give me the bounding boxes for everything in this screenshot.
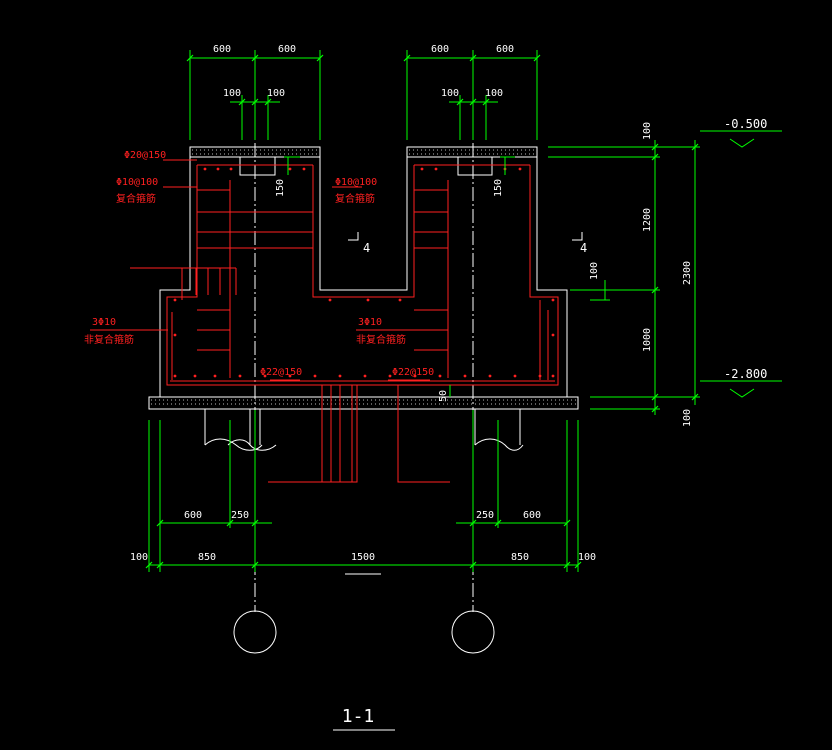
rebar-leaders — [90, 159, 430, 381]
dim-bottom-left-100: 100 — [130, 552, 148, 563]
dimension-ticks — [145, 54, 699, 569]
rebar — [90, 159, 559, 483]
dim-bottom-right-850: 850 — [511, 552, 529, 563]
dim-bottom-right-600: 600 — [523, 510, 541, 521]
label-top-bar: Φ20@150 — [124, 150, 166, 161]
elevation-bottom: -2.800 — [724, 367, 767, 381]
pile-plan-right — [451, 610, 495, 654]
rebar-dots — [173, 167, 555, 378]
centerlines — [254, 55, 474, 612]
section-marks — [333, 232, 583, 731]
top-slab-right — [406, 146, 538, 158]
dim-notch-left: 150 — [275, 179, 286, 197]
body-outer — [159, 157, 568, 398]
dim-step-right: 100 — [589, 262, 600, 280]
dim-top-right-100a: 100 — [441, 88, 459, 99]
notch-right — [457, 157, 493, 176]
dim-bottom-right-100: 100 — [578, 552, 596, 563]
dim-top-left-600a: 600 — [213, 44, 231, 55]
elevation-top: -0.500 — [724, 117, 767, 131]
section-mark-right-line — [572, 232, 583, 241]
label-bottom-left: Φ22@150 — [260, 367, 302, 378]
label-bottom-right: Φ22@150 — [392, 367, 434, 378]
pile-right-edges — [474, 409, 521, 445]
dim-bottom-right-250: 250 — [476, 510, 494, 521]
dim-cover-bottom: 50 — [438, 390, 449, 402]
dim-bottom-left-250: 250 — [231, 510, 249, 521]
dim-bottom-left-600: 600 — [184, 510, 202, 521]
stirrups-right — [171, 180, 549, 380]
base-slab — [148, 396, 579, 410]
section-mark-right: 4 — [580, 241, 587, 255]
dim-top-left-600b: 600 — [278, 44, 296, 55]
section-mark-left-line — [348, 232, 359, 241]
stirrups-left — [197, 180, 313, 378]
pile-anchor-bars — [268, 385, 450, 483]
body-slot — [319, 157, 408, 291]
dim-bottom-center-1500: 1500 — [351, 552, 375, 563]
dim-right-bottom-slab: 100 — [682, 409, 693, 427]
rebar-slot-cage — [312, 165, 415, 298]
rebar-outer-cage — [166, 165, 559, 386]
section-mark-left: 4 — [363, 241, 370, 255]
dim-notch-right: 150 — [493, 179, 504, 197]
label-stirrup-left: Φ10@100 — [116, 177, 158, 188]
concrete-outline — [148, 146, 579, 654]
dim-right-lower: 1000 — [642, 328, 653, 352]
label-side-left: 3Φ10 — [92, 317, 116, 328]
dim-top-right-600b: 600 — [496, 44, 514, 55]
pile-plan-left — [233, 610, 277, 654]
slab-hatch — [151, 149, 576, 405]
dimension-lines — [148, 50, 782, 572]
label-side-mid-note: 非复合箍筋 — [356, 333, 406, 346]
label-stirrup-left-note: 复合箍筋 — [116, 192, 156, 205]
dim-top-right-600a: 600 — [431, 44, 449, 55]
label-stirrup-right-note: 复合箍筋 — [335, 192, 375, 205]
label-stirrup-right: Φ10@100 — [335, 177, 377, 188]
dim-right-upper: 1200 — [642, 208, 653, 232]
pile-right-break — [474, 438, 524, 451]
top-slab-left — [189, 146, 321, 158]
dim-top-right-100b: 100 — [485, 88, 503, 99]
section-title: 1-1 — [342, 706, 375, 727]
dim-top-left-100b: 100 — [267, 88, 285, 99]
label-side-mid: 3Φ10 — [358, 317, 382, 328]
label-side-left-note: 非复合箍筋 — [84, 333, 134, 346]
pile-left-top — [204, 409, 277, 451]
dim-right-top-slab: 100 — [642, 122, 653, 140]
dim-top-left-100a: 100 — [223, 88, 241, 99]
dim-bottom-left-850: 850 — [198, 552, 216, 563]
notch-left — [239, 157, 276, 176]
dim-right-total: 2300 — [682, 261, 693, 285]
